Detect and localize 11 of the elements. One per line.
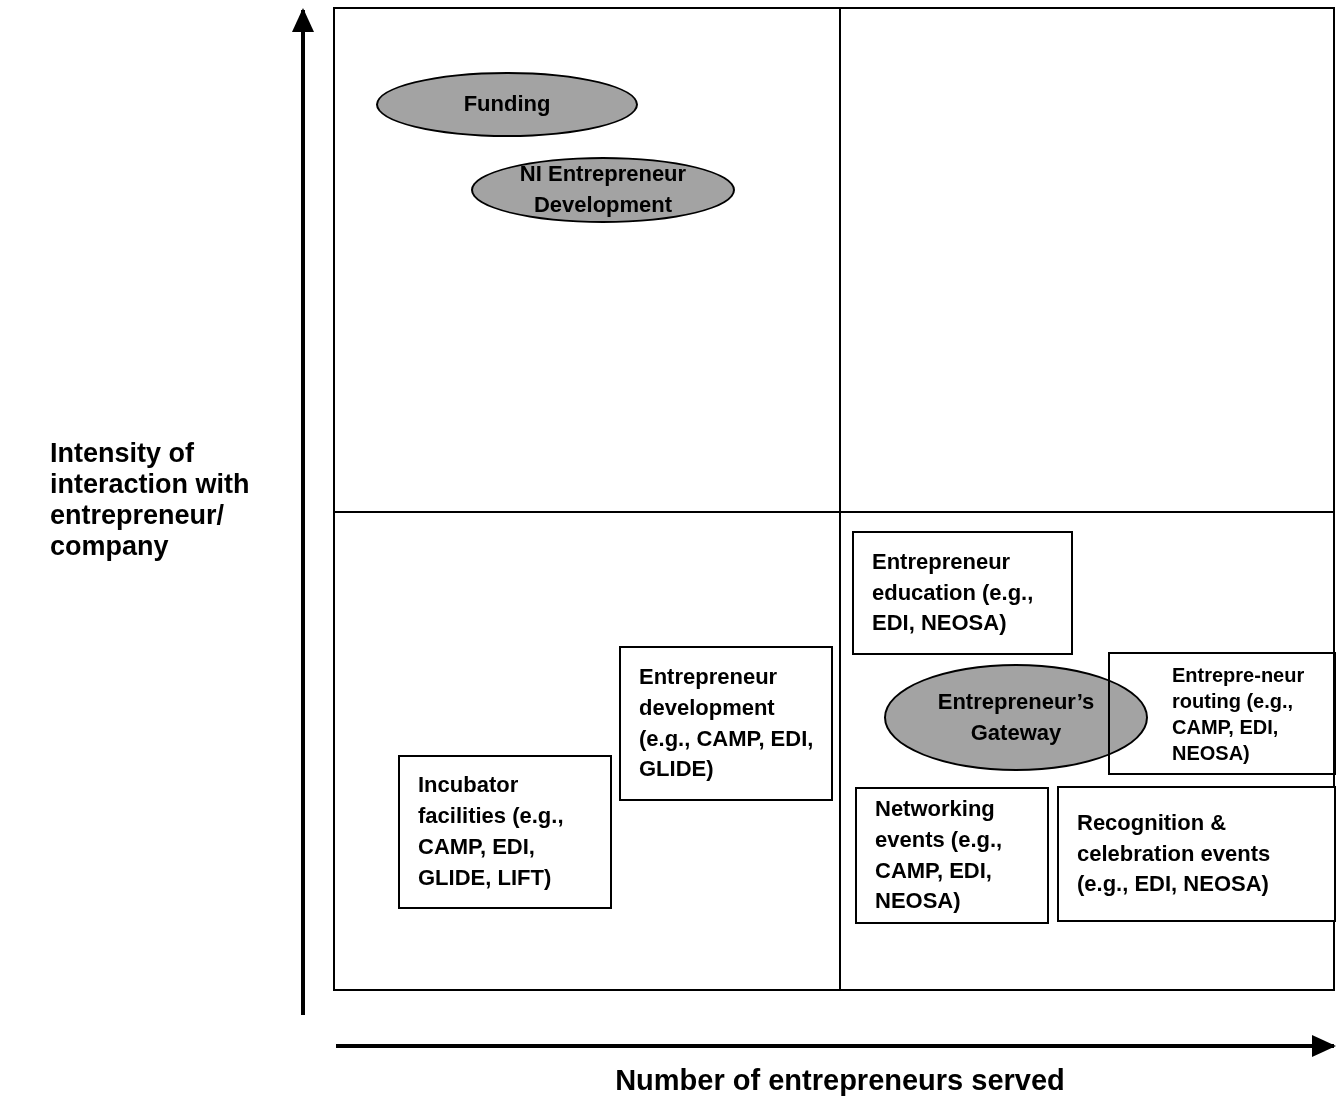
funding-ellipse: Funding [376,72,638,137]
x-axis-title: Number of entrepreneurs served [614,1064,1066,1098]
program-box: Entrepre-neur routing (e.g., CAMP, EDI, NEOSA) [1108,652,1336,775]
program-box: Entrepreneur development (e.g., CAMP, EDI, GLIDE) [619,646,833,801]
program-ellipse: NI Entrepreneur Development [471,157,735,223]
program-box: Recognition & celebration events (e.g., EDI, NEOSA) [1057,786,1336,922]
program-box: Incubator facilities (e.g., CAMP, EDI, GLIDE, LIFT) [398,755,612,909]
program-ellipse: Entrepreneur’s Gateway [884,664,1148,771]
y-axis-title: Intensity of interaction with entrepreneur/ company [50,438,251,563]
program-box: Networking events (e.g., CAMP, EDI, NEOSA) [855,787,1049,924]
program-box: Entrepreneur education (e.g., EDI, NEOSA) [852,531,1073,655]
